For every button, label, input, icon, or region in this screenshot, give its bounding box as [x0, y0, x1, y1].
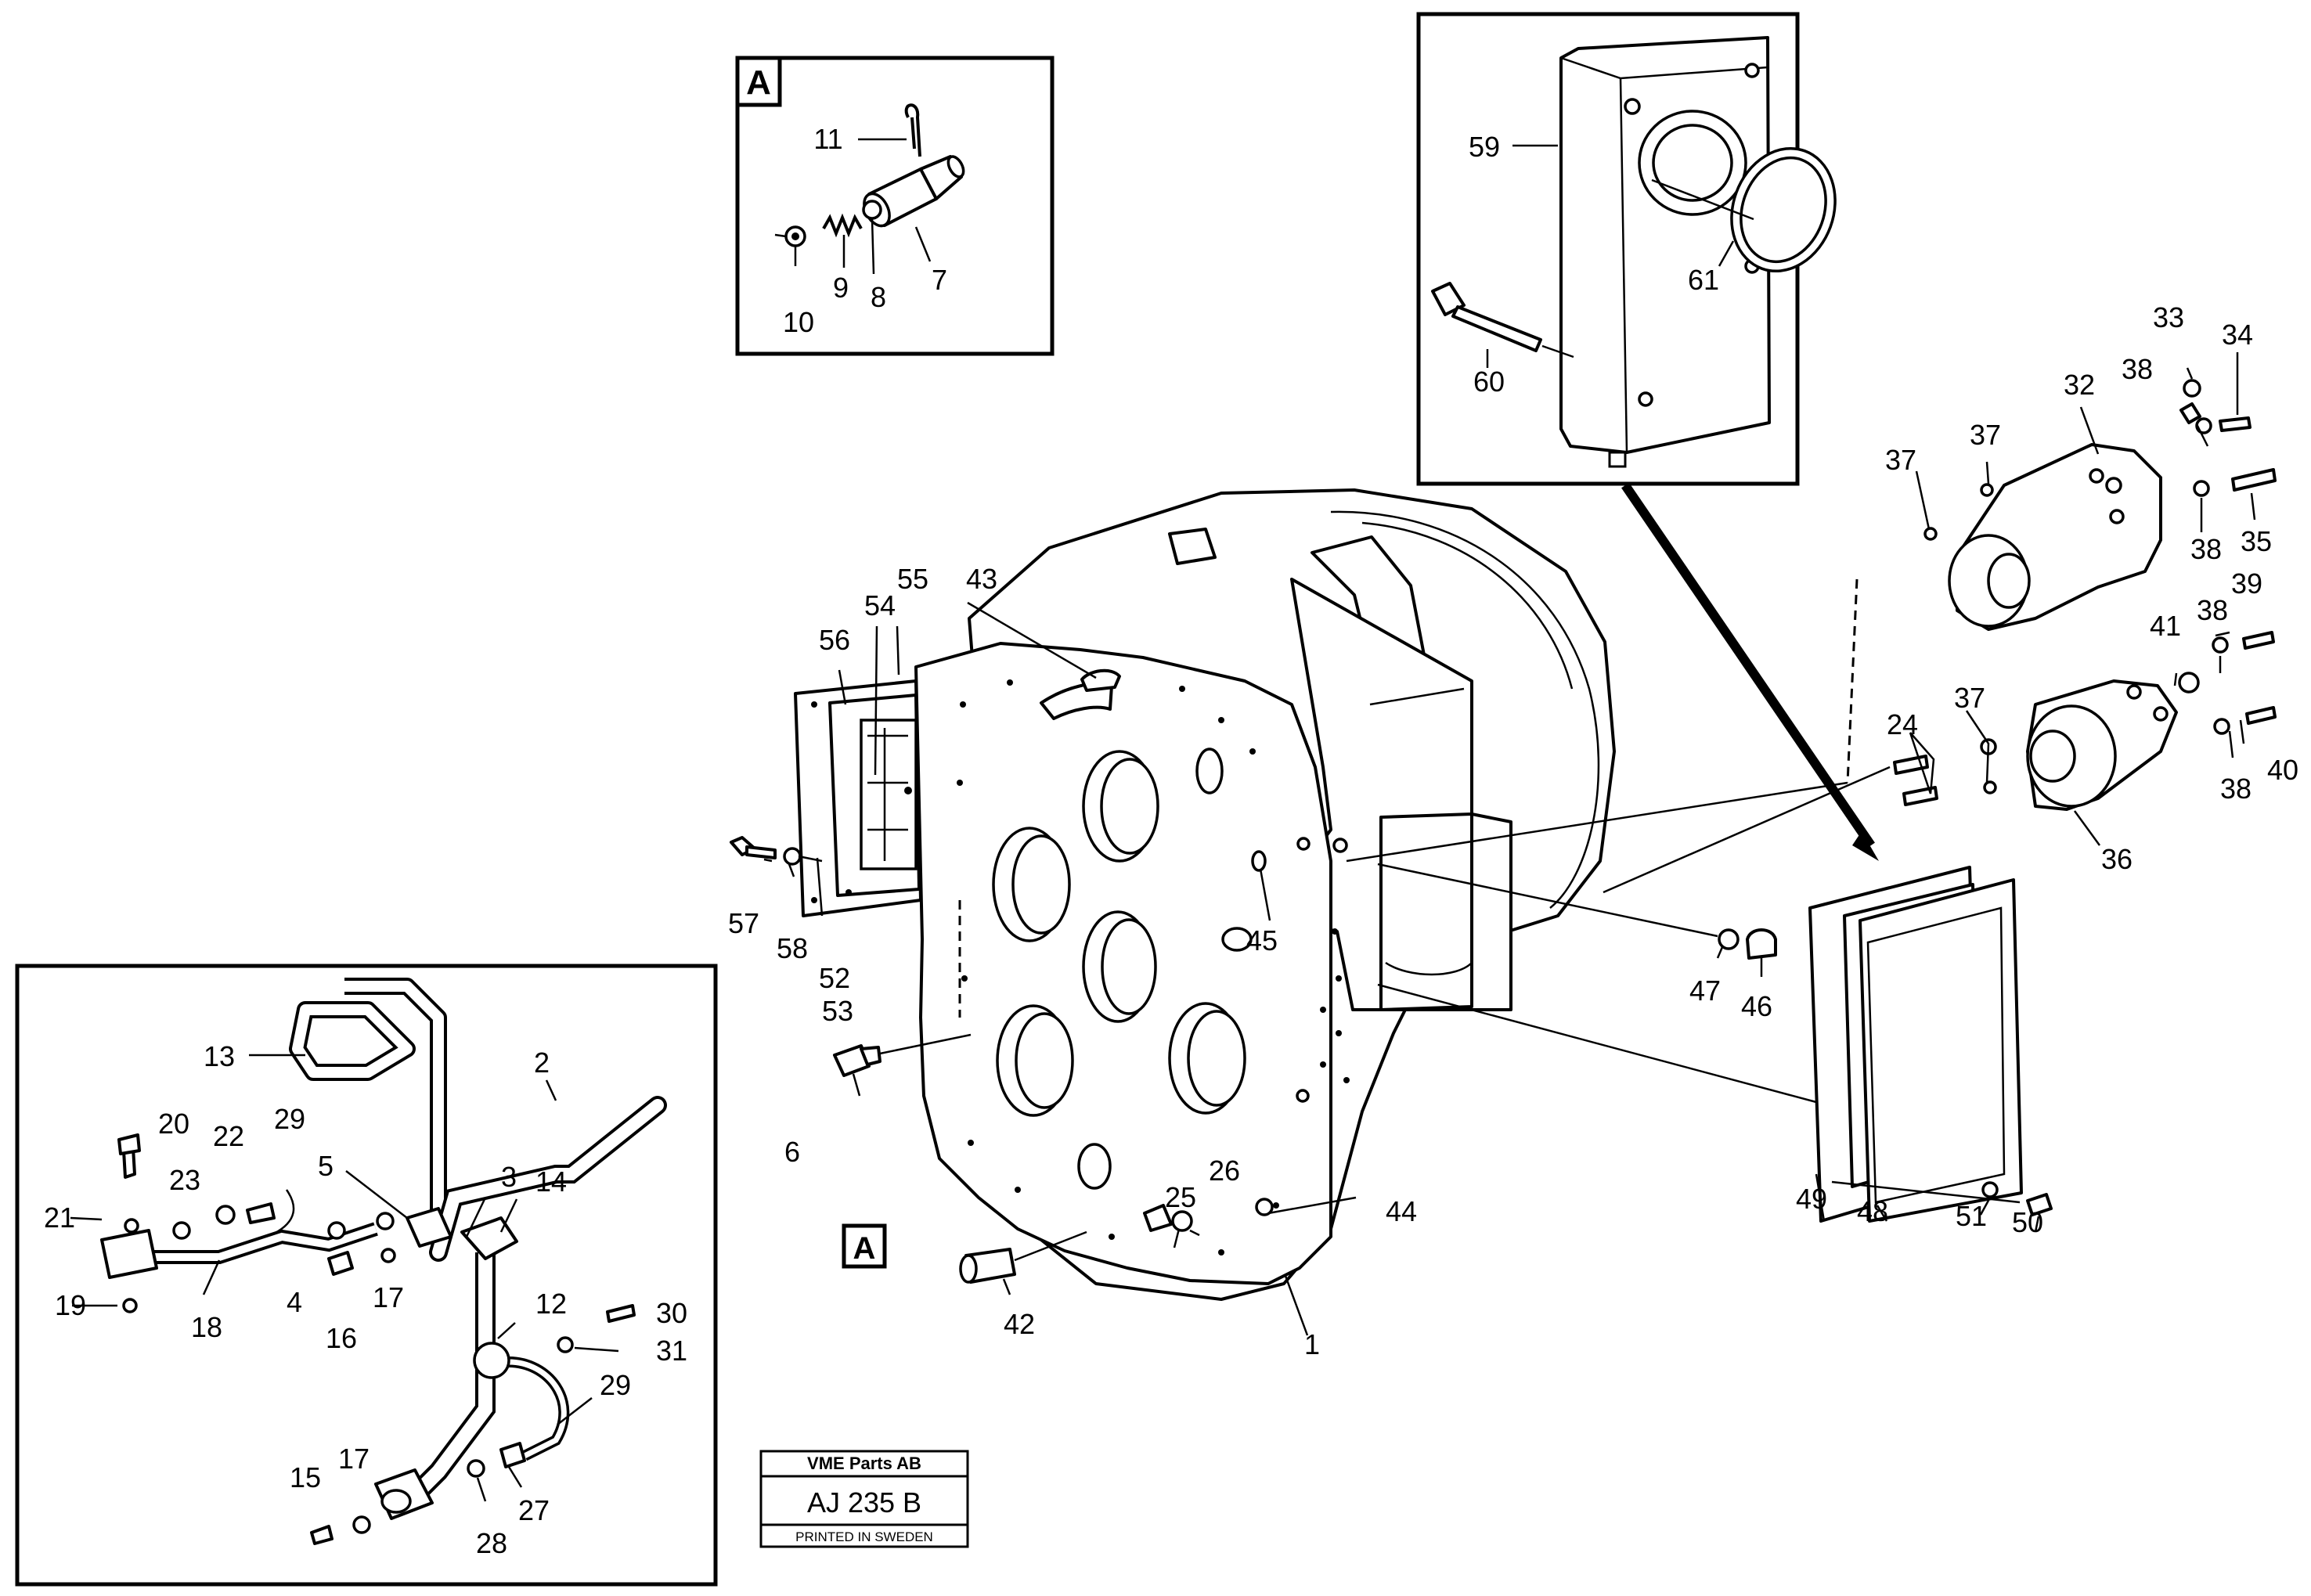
valve-block-59-drawing — [1559, 36, 1771, 468]
label-38-b: 38 — [2190, 533, 2222, 565]
label-45: 45 — [1246, 924, 1278, 957]
flywheel-housing-1-drawing — [914, 488, 1891, 1301]
nipple-7-drawing — [863, 155, 965, 228]
label-1: 1 — [1304, 1328, 1320, 1360]
label-37-mid: 37 — [1970, 419, 2001, 451]
label-43: 43 — [966, 563, 997, 595]
label-38-a: 38 — [2122, 353, 2153, 385]
label-19: 19 — [55, 1289, 86, 1321]
label-8: 8 — [871, 281, 886, 313]
label-2: 2 — [534, 1047, 550, 1079]
label-39: 39 — [2231, 567, 2262, 600]
label-17-a: 17 — [373, 1281, 404, 1313]
label-5: 5 — [318, 1150, 333, 1182]
label-37-lower: 37 — [1954, 682, 1985, 714]
label-3: 3 — [501, 1161, 517, 1193]
label-32: 32 — [2064, 369, 2095, 401]
label-10: 10 — [783, 306, 814, 338]
label-36: 36 — [2101, 843, 2133, 875]
label-42: 42 — [1004, 1308, 1035, 1340]
label-41: 41 — [2150, 610, 2181, 642]
label-29-b: 29 — [600, 1369, 631, 1401]
label-27: 27 — [518, 1494, 550, 1526]
label-15: 15 — [290, 1461, 321, 1493]
title-block-company: VME Parts AB — [807, 1454, 921, 1473]
label-16: 16 — [326, 1322, 357, 1354]
label-53: 53 — [822, 995, 853, 1027]
marker-a-main: A — [842, 1223, 887, 1269]
label-52: 52 — [819, 962, 850, 994]
bracket-32-drawing — [1948, 443, 2162, 631]
label-25: 25 — [1165, 1181, 1196, 1213]
label-37-left: 37 — [1885, 444, 1916, 476]
label-48: 48 — [1857, 1195, 1888, 1227]
title-block: VME Parts AB AJ 235 B PRINTED IN SWEDEN — [759, 1450, 969, 1548]
label-31: 31 — [656, 1335, 687, 1367]
label-9: 9 — [833, 272, 849, 304]
label-20: 20 — [158, 1108, 189, 1140]
cover-48-drawing — [1808, 866, 2023, 1223]
bolt-60-drawing — [1431, 282, 1574, 358]
label-28: 28 — [476, 1527, 507, 1559]
label-38-d: 38 — [2220, 773, 2252, 805]
marker-a-main-label: A — [853, 1231, 876, 1266]
label-54: 54 — [864, 589, 896, 621]
label-18: 18 — [191, 1311, 222, 1343]
label-7: 7 — [932, 264, 947, 296]
title-block-printed: PRINTED IN SWEDEN — [795, 1529, 933, 1544]
label-56: 56 — [819, 624, 850, 656]
label-58: 58 — [777, 932, 808, 964]
oil-pipe-inset — [15, 964, 718, 1587]
label-57: 57 — [728, 907, 759, 939]
label-60: 60 — [1473, 366, 1505, 398]
detail-a-inset: A 11 10 9 8 7 — [735, 56, 1055, 356]
detail-a-marker: A — [746, 63, 771, 102]
label-34: 34 — [2222, 319, 2253, 351]
label-21: 21 — [44, 1202, 75, 1234]
label-33: 33 — [2153, 301, 2184, 333]
plug-42-drawing — [959, 1248, 1016, 1284]
label-13: 13 — [204, 1040, 235, 1072]
label-44: 44 — [1386, 1195, 1417, 1227]
label-11: 11 — [813, 123, 842, 155]
label-30: 30 — [656, 1297, 687, 1329]
label-59: 59 — [1469, 131, 1500, 163]
label-61: 61 — [1688, 264, 1719, 296]
main-leaders — [763, 352, 2256, 1336]
label-12: 12 — [535, 1288, 567, 1320]
title-block-drawing-number: AJ 235 B — [807, 1486, 921, 1519]
valve-block-inset: 59 61 60 — [1416, 12, 1837, 486]
label-55: 55 — [897, 563, 928, 595]
label-17-b: 17 — [338, 1443, 370, 1475]
label-49: 49 — [1796, 1183, 1827, 1215]
bracket-36-drawing — [2026, 679, 2178, 811]
oil-pipe-inset-labels: 13 2 20 22 29 23 5 3 14 21 4 16 17 19 18… — [44, 1040, 687, 1559]
label-38-c: 38 — [2197, 594, 2228, 626]
label-26: 26 — [1209, 1155, 1240, 1187]
side-cover-52-drawing — [794, 679, 922, 917]
label-29-a: 29 — [274, 1103, 305, 1135]
label-23: 23 — [169, 1164, 200, 1196]
label-51: 51 — [1956, 1200, 1987, 1232]
label-6: 6 — [784, 1136, 800, 1168]
callout-labels: 43 55 54 56 57 58 52 53 6 45 44 25 26 42… — [728, 301, 2298, 1360]
label-24: 24 — [1887, 708, 1918, 740]
label-40: 40 — [2267, 754, 2298, 786]
o-ring-61-drawing — [1730, 146, 1837, 273]
label-14: 14 — [535, 1165, 567, 1198]
label-47: 47 — [1689, 975, 1721, 1007]
label-4: 4 — [287, 1286, 302, 1318]
label-35: 35 — [2241, 525, 2272, 557]
label-22: 22 — [213, 1120, 244, 1152]
label-50: 50 — [2012, 1206, 2043, 1238]
label-46: 46 — [1741, 990, 1772, 1022]
